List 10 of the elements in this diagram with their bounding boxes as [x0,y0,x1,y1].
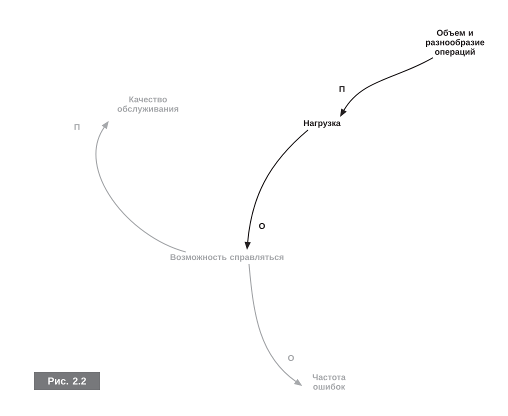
edge-label: О [288,355,294,361]
node-label: Объем и разнообразие операций [426,30,484,56]
node-label: Нагрузка [304,120,341,128]
figure-number: Рис. 2.2 [34,372,100,390]
edge-label: О [259,223,265,229]
edge-label: П [340,86,344,92]
node-label: Частота ошибок [312,374,346,390]
node-label: Возможность справляться [170,254,284,262]
node-label: Качество обслуживания [118,96,178,114]
edge-label: П [74,124,80,130]
